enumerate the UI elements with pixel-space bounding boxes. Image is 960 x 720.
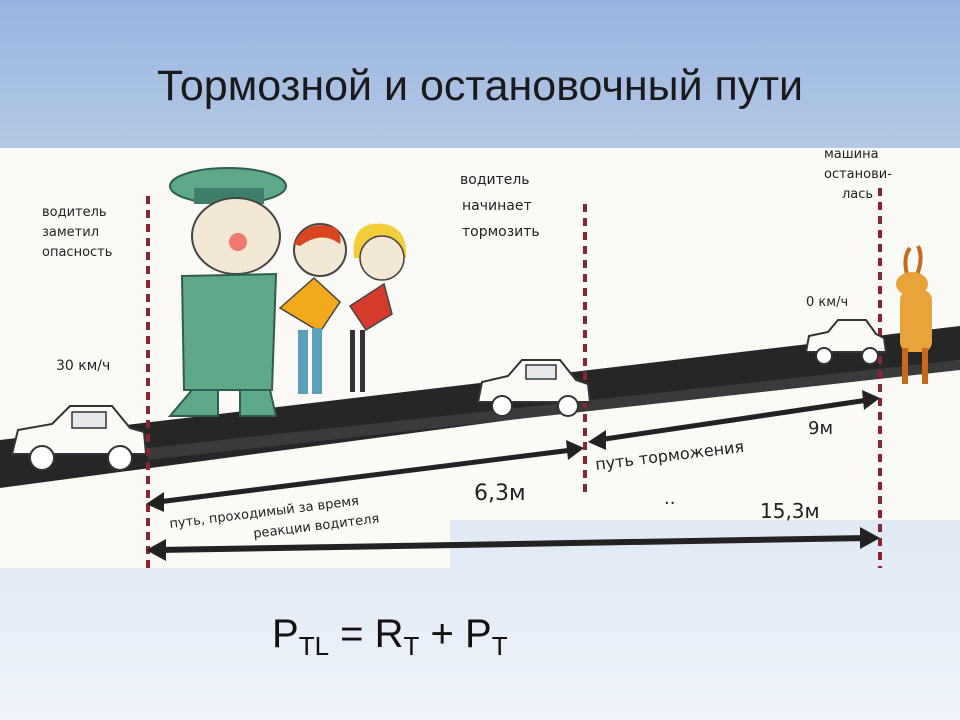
speed-end-label: 0 км/ч [806, 295, 848, 310]
total-distance-arrow [157, 535, 869, 553]
braking-illustration: водитель заметил опасность водитель начи… [0, 148, 960, 568]
reaction-arrow-head-right [566, 440, 584, 460]
formula-plus: + [419, 612, 465, 656]
reaction-arrow-head-left [146, 492, 164, 512]
reaction-distance-arrow [157, 447, 573, 505]
formula-p-sub: TL [298, 631, 330, 661]
label-driver-noticed: водитель заметил опасность [42, 205, 112, 260]
slide-title: Тормозной и остановочный пути [156, 62, 804, 110]
formula-p2: P [465, 612, 492, 656]
speed-start-label: 30 км/ч [56, 358, 110, 374]
policeman-icon [167, 167, 287, 417]
car-braking [476, 359, 592, 417]
formula-p2-sub: T [491, 631, 508, 661]
reaction-distance-value: 6,3м [474, 481, 526, 506]
boy-icon [278, 223, 347, 394]
braking-distance-value: 9м [808, 418, 833, 439]
deer-icon [896, 245, 932, 384]
car-start [10, 405, 148, 471]
label-driver-brakes: водитель начинает тормозить [460, 172, 540, 240]
total-arrow-head-right [860, 527, 880, 549]
stopping-distance-formula: PTL = RT + PT [272, 612, 508, 662]
braking-arrow-head-right [862, 390, 880, 410]
braking-arrow-head-left [588, 430, 606, 450]
formula-r-sub: T [403, 631, 420, 661]
formula-equals: = [329, 612, 375, 656]
dots-mark: .. [664, 488, 675, 509]
formula-p: P [272, 612, 299, 656]
car-stopped [804, 319, 888, 365]
total-arrow-head-left [146, 539, 166, 561]
road-shadow [148, 360, 960, 460]
formula-r: R [374, 612, 404, 656]
total-distance-value: 15,3м [760, 499, 820, 523]
braking-distance-arrow [597, 397, 869, 443]
label-car-stopped: машина останови- лась [824, 148, 896, 202]
girl-icon [348, 223, 407, 392]
